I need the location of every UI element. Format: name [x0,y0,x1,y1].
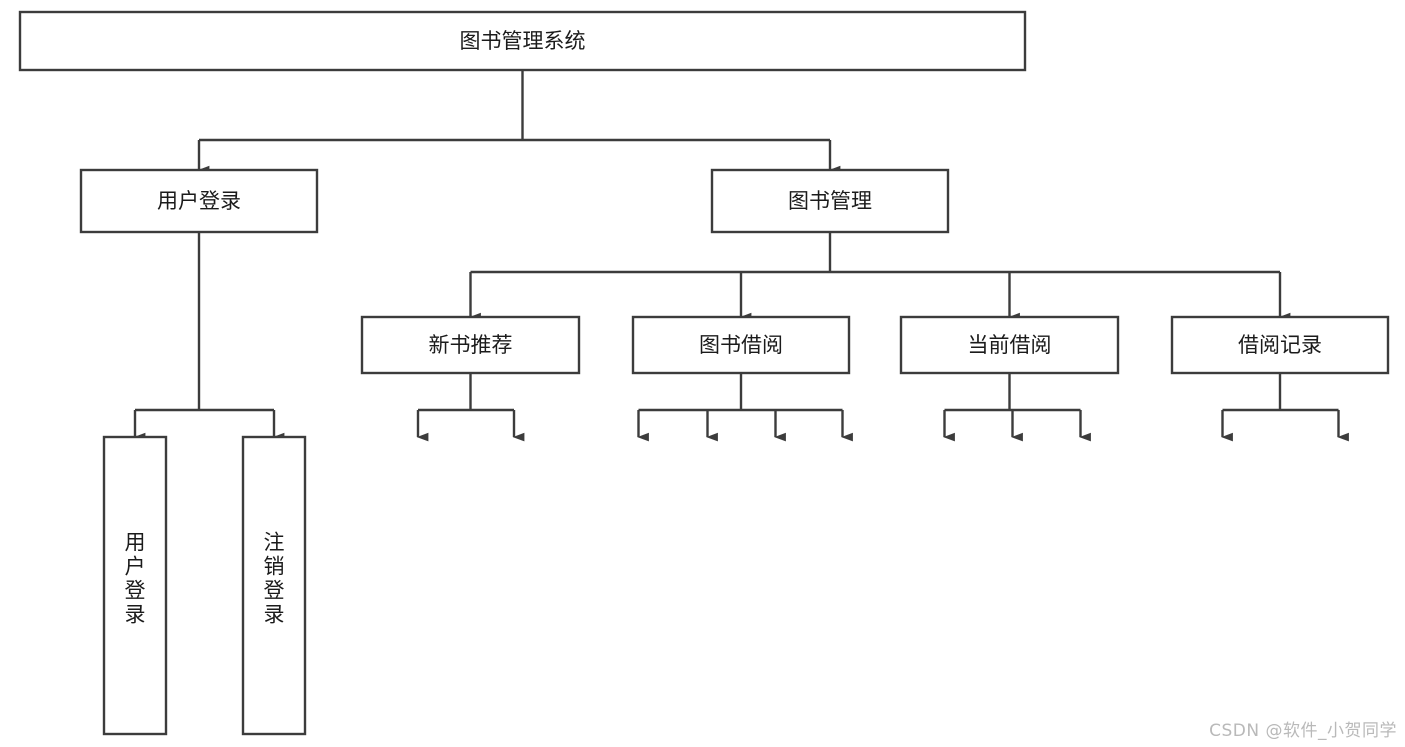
node-root[interactable]: 图书管理系统 [18,10,1027,72]
node-label-borrow-record: 借阅记录 [1238,333,1322,357]
node-box-current-borrow[interactable] [899,315,1120,375]
node-box-user-login-do[interactable] [102,435,168,736]
node-label-new-book-recommend: 新书推荐 [429,333,513,357]
node-box-book-management[interactable] [710,168,950,234]
node-user-login[interactable]: 用户登录 [79,168,319,234]
node-label-user-logout: 注销登录 [264,531,285,627]
node-current-borrow[interactable]: 当前借阅 [899,315,1120,375]
node-label-root: 图书管理系统 [460,29,586,53]
node-label-current-borrow: 当前借阅 [968,333,1052,357]
node-label-user-login-do: 用户登录 [125,531,146,627]
node-box-user-logout[interactable] [241,435,307,736]
node-box-new-book-recommend[interactable] [360,315,581,375]
node-box-book-borrow[interactable] [631,315,851,375]
node-box-user-login[interactable] [79,168,319,234]
node-boxes: 图书管理系统用户登录用户登录注销登录图书管理新书推荐图书借阅当前借阅借阅记录 [18,10,1390,736]
connector-edges [133,70,1349,442]
node-box-root[interactable] [18,10,1027,72]
node-label-book-borrow: 图书借阅 [699,333,783,357]
node-new-book-recommend[interactable]: 新书推荐 [360,315,581,375]
node-box-borrow-record[interactable] [1170,315,1390,375]
node-label-book-management: 图书管理 [788,189,872,213]
node-user-login-do[interactable]: 用户登录 [102,435,168,736]
csdn-watermark: CSDN @软件_小贺同学 [1209,721,1397,741]
node-borrow-record[interactable]: 借阅记录 [1170,315,1390,375]
node-book-borrow[interactable]: 图书借阅 [631,315,851,375]
node-book-management[interactable]: 图书管理 [710,168,950,234]
node-label-user-login: 用户登录 [157,189,241,213]
node-user-logout[interactable]: 注销登录 [241,435,307,736]
